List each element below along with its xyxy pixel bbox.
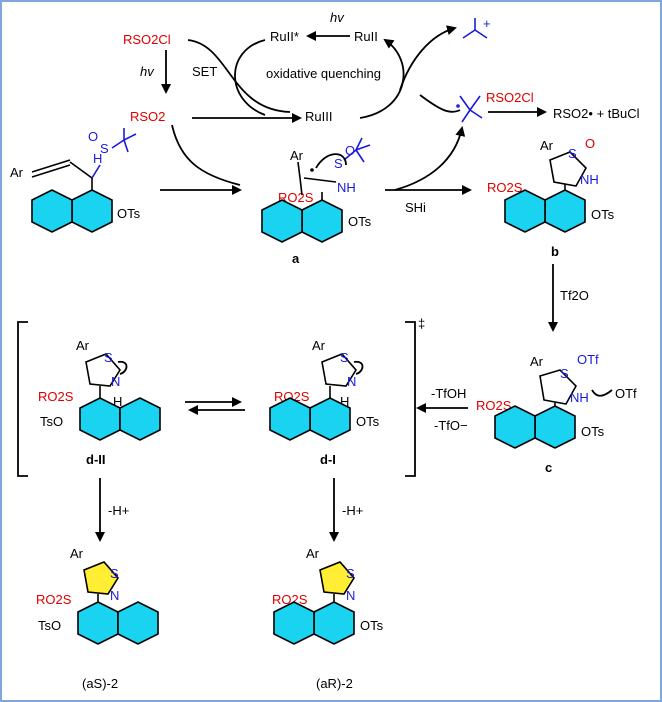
sm-nh: H: [93, 151, 102, 166]
side-products: RSO2• + tBuCl: [553, 106, 640, 121]
label-d-ii: d-II: [86, 452, 106, 467]
as2-rso2: RO2S: [36, 592, 72, 607]
radical-addition-curve: [171, 124, 241, 186]
shi-curve: [394, 126, 466, 191]
shi-label: SHi: [405, 200, 426, 215]
a-ots: OTs: [348, 214, 372, 229]
sm-ar: Ar: [10, 165, 24, 180]
label-c: c: [545, 460, 552, 475]
intermediate-b: Ar S O NH RO2S OTs b: [487, 136, 615, 259]
b-rso2: RO2S: [487, 180, 523, 195]
dii-rso2: RO2S: [38, 389, 74, 404]
bracket-right: [405, 321, 416, 477]
di-h: H: [340, 394, 349, 409]
a-ar: Ar: [290, 148, 304, 163]
label-a: a: [292, 251, 300, 266]
c-s: S: [560, 366, 569, 381]
tf2o-label: Tf2O: [560, 288, 589, 303]
as2-n: N: [110, 588, 119, 603]
intermediate-d-i: Ar S N RO2S H OTs d-I: [269, 338, 380, 467]
ar2-n: N: [346, 588, 355, 603]
product-as-2: Ar S N RO2S TsO (aS)-2: [36, 546, 159, 691]
dii-ar: Ar: [76, 338, 90, 353]
di-ar: Ar: [312, 338, 326, 353]
cation-charge: +: [483, 16, 491, 31]
ar2-s: S: [346, 566, 355, 581]
bracket-left: [17, 321, 28, 477]
set-curve: [187, 39, 291, 113]
ar2-ots: OTs: [360, 618, 384, 633]
hv-left-label: hv: [140, 64, 155, 79]
cycle-left-arc: [234, 39, 266, 116]
b-nh: NH: [580, 172, 599, 187]
dii-h: H: [113, 394, 122, 409]
tbu-cation-arrow: [399, 25, 457, 91]
sm-s: S: [100, 141, 109, 156]
intermediate-a: Ar RO2S S O NH OTs a: [261, 137, 372, 266]
di-ots: OTs: [356, 414, 380, 429]
dii-tso: TsO: [40, 414, 63, 429]
label-b: b: [551, 244, 559, 259]
as2-tso: TsO: [38, 618, 61, 633]
b-s: S: [568, 146, 577, 161]
dii-n: N: [111, 374, 120, 389]
c-ar: Ar: [530, 354, 544, 369]
starting-material: Ar H S O OTs: [10, 128, 141, 233]
a-o: O: [345, 143, 355, 158]
rso2cl-reagent: RSO2Cl: [123, 32, 171, 47]
di-rso2: RO2S: [274, 389, 310, 404]
b-ots: OTs: [591, 207, 615, 222]
hv-top-label: hv: [330, 10, 345, 25]
a-nh: NH: [337, 180, 356, 195]
c-nh: NH: [570, 390, 589, 405]
dii-s: S: [104, 350, 113, 365]
sm-ots: OTs: [117, 206, 141, 221]
di-s: S: [340, 350, 349, 365]
sm-o: O: [88, 129, 98, 144]
c-otf-anion: OTf: [615, 386, 637, 401]
product-ar-2: Ar S N RO2S OTs (aR)-2: [272, 546, 384, 691]
ar2-rso2: RO2S: [272, 592, 308, 607]
tbu-radical-arc: [419, 94, 461, 113]
tbu-radical: [456, 95, 483, 123]
tfoh-label: -TfOH: [431, 386, 466, 401]
transition-state-dagger: ‡: [418, 316, 425, 331]
c-ots: OTs: [581, 424, 605, 439]
ru-ii: RuII: [354, 29, 378, 44]
di-n: N: [347, 374, 356, 389]
b-ar: Ar: [540, 138, 554, 153]
rso2-radical: RSO2: [130, 109, 165, 124]
h-plus-left: -H+: [108, 503, 129, 518]
label-d-i: d-I: [320, 452, 336, 467]
h-plus-right: -H+: [342, 503, 363, 518]
intermediate-c: Ar S OTf NH OTf RO2S OTs c: [476, 352, 637, 475]
intermediate-d-ii: Ar S N RO2S H TsO d-II: [38, 338, 161, 467]
oxidative-quenching-label: oxidative quenching: [266, 66, 381, 81]
a-rso2: RO2S: [278, 190, 314, 205]
as2-s: S: [110, 566, 119, 581]
as2-ar: Ar: [70, 546, 84, 561]
ru-iii: RuIII: [305, 109, 332, 124]
tfo-label: -TfO−: [434, 418, 468, 433]
b-o: O: [585, 136, 595, 151]
photoredox-cycle: RSO2Cl hv RSO2 SET RuII* hv RuII oxidati…: [123, 10, 461, 124]
a-s: S: [334, 156, 343, 171]
label-ar-2: (aR)-2: [316, 676, 353, 691]
c-rso2: RO2S: [476, 398, 512, 413]
side-rso2cl: RSO2Cl: [486, 90, 534, 105]
set-label: SET: [192, 64, 217, 79]
ar2-ar: Ar: [306, 546, 320, 561]
c-otf: OTf: [577, 352, 599, 367]
tbu-cation: +: [462, 16, 491, 39]
label-as-2: (aS)-2: [82, 676, 118, 691]
ru-excited: RuII*: [270, 29, 299, 44]
